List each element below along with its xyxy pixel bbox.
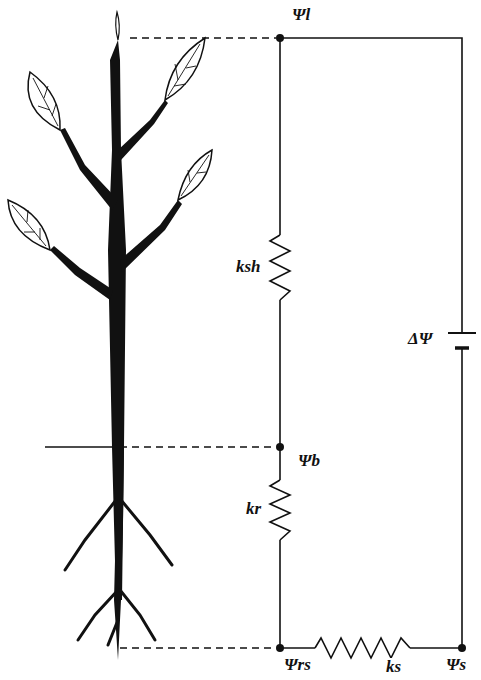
junction-dots bbox=[276, 34, 466, 652]
conductance-label: ksh bbox=[234, 258, 263, 277]
battery-symbol bbox=[448, 333, 476, 348]
potential-label: Ψl bbox=[290, 6, 312, 25]
potential-label: Ψb bbox=[296, 452, 322, 471]
plant-illustration bbox=[8, 12, 212, 660]
potential-label: Ψs bbox=[444, 656, 468, 675]
conductance-label: ks bbox=[384, 658, 403, 677]
soil-line bbox=[45, 446, 120, 447]
potential-difference-label: ΔΨ bbox=[406, 330, 434, 349]
resistor-symbol bbox=[315, 638, 410, 658]
resistor-symbol bbox=[270, 235, 290, 300]
potential-label: Ψrs bbox=[282, 656, 313, 675]
circuit-wires bbox=[270, 38, 462, 658]
resistor-symbol bbox=[270, 480, 290, 540]
conductance-label: kr bbox=[244, 500, 263, 519]
